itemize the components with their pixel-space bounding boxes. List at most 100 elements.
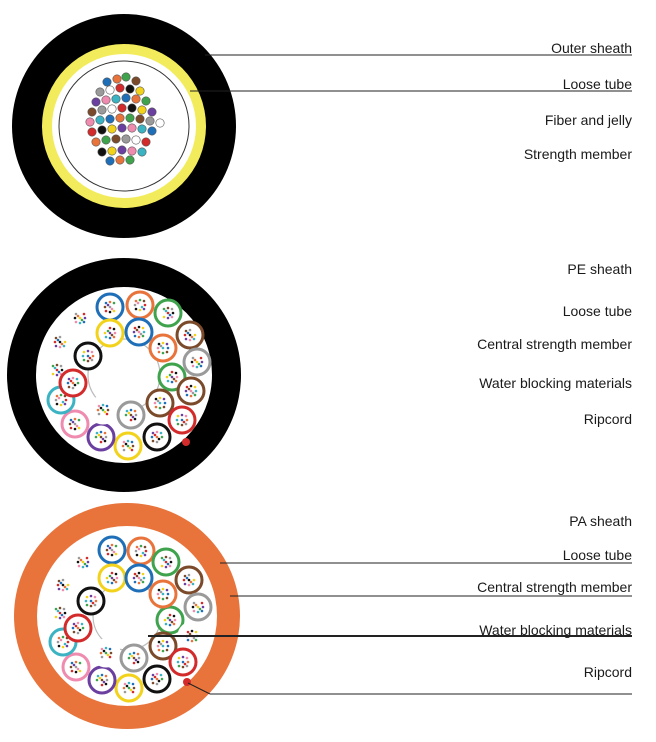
fiber (63, 340, 67, 344)
fiber (89, 604, 93, 608)
fiber (188, 333, 192, 337)
fiber (61, 583, 65, 587)
fiber (137, 576, 141, 580)
fiber (191, 364, 195, 368)
fiber (105, 412, 109, 416)
fiber (90, 358, 94, 362)
fiber (74, 320, 78, 324)
fiber (115, 155, 125, 165)
fiber (140, 305, 144, 309)
fiber (188, 328, 192, 332)
fiber (195, 360, 199, 364)
fiber (151, 439, 155, 443)
fiber (127, 103, 137, 113)
fiber (77, 564, 81, 568)
fiber (185, 656, 189, 660)
fiber (150, 677, 154, 681)
fiber (67, 385, 71, 389)
fiber (56, 583, 60, 587)
fiber (61, 640, 65, 644)
fiber (101, 403, 105, 407)
fiber (132, 576, 136, 580)
fiber (123, 690, 127, 694)
fiber (103, 331, 107, 335)
fiber (72, 663, 76, 667)
fiber (159, 590, 163, 594)
fiber (134, 307, 138, 311)
label-water-blocking-materials: Water blocking materials (479, 375, 632, 391)
fiber (130, 654, 134, 658)
fiber (159, 673, 163, 677)
fiber (134, 299, 138, 303)
fiber (100, 678, 104, 682)
fiber (87, 127, 97, 137)
loose-tube (145, 388, 175, 418)
fiber (95, 115, 105, 125)
ripcord (183, 678, 191, 686)
fiber (101, 135, 111, 145)
fiber (128, 652, 132, 656)
fiber (185, 576, 189, 580)
fiber (194, 603, 198, 607)
fiber (106, 408, 110, 412)
fiber (107, 124, 117, 134)
loose-tube (65, 303, 95, 333)
fiber (168, 556, 172, 560)
fiber (55, 394, 59, 398)
fiber (184, 422, 188, 426)
fiber (97, 105, 107, 115)
loose-tube (125, 290, 155, 320)
fiber (166, 311, 170, 315)
loose-tube (124, 317, 154, 347)
loose-tube (153, 298, 183, 328)
fiber (122, 686, 126, 690)
fiber (73, 427, 77, 431)
fiber (144, 549, 148, 553)
fiber (117, 145, 127, 155)
fiber (153, 401, 157, 405)
loose-tube (114, 673, 144, 703)
fiber (63, 642, 67, 646)
fiber (74, 660, 78, 664)
fiber (62, 607, 66, 611)
fiber (66, 583, 70, 587)
fiber (59, 398, 63, 402)
fiber (139, 332, 143, 336)
fiber (114, 552, 118, 556)
fiber (107, 146, 117, 156)
leader-line-ripcord-diag (187, 682, 211, 695)
fiber (122, 448, 126, 452)
fiber (59, 364, 63, 368)
label-loose-tube: Loose tube (562, 547, 632, 563)
fiber (61, 588, 65, 592)
fiber (114, 544, 118, 548)
fiber (101, 408, 105, 412)
loose-tube (126, 536, 156, 566)
loose-tube (58, 368, 88, 398)
loose-tube (73, 341, 103, 371)
fiber (73, 422, 77, 426)
fiber (130, 440, 134, 444)
fiber (106, 572, 110, 576)
fiber (58, 616, 62, 620)
fiber (143, 553, 147, 557)
fiber (166, 644, 170, 648)
fiber (91, 354, 95, 358)
fiber (101, 95, 111, 105)
fiber (105, 404, 109, 408)
fiber (76, 560, 80, 564)
fiber (61, 578, 65, 582)
fiber (143, 303, 147, 307)
fiber (162, 397, 166, 401)
fiber (180, 413, 184, 417)
fiber (161, 649, 165, 653)
fiber (73, 417, 77, 421)
loose-tube (91, 638, 121, 668)
fiber (199, 356, 203, 360)
fiber (65, 644, 69, 648)
fiber (138, 303, 142, 307)
fiber (166, 592, 170, 596)
fiber (57, 579, 61, 583)
fiber (168, 618, 172, 622)
label-pa-sheath: PA sheath (569, 513, 632, 529)
